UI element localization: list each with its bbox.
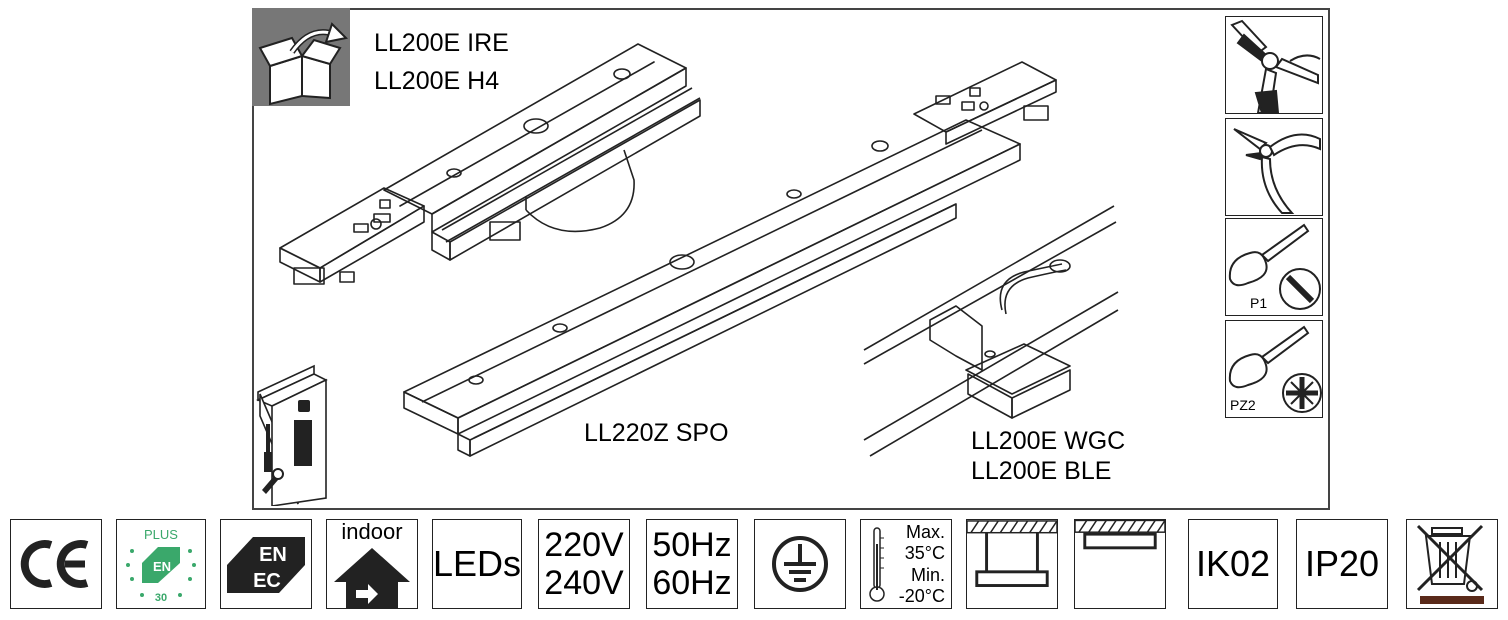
- temp-min-value: -20°C: [898, 586, 945, 606]
- voltage-1: 220V: [544, 526, 624, 564]
- enec-plus-number: 30: [155, 592, 167, 604]
- ceiling-mount-icon: [1074, 519, 1166, 609]
- leds-badge: LEDs: [432, 519, 522, 609]
- temperature-badge: Max. 35°C Min. -20°C: [860, 519, 952, 609]
- wire-cutter-icon: [1225, 118, 1323, 216]
- module-ire-h4: [279, 43, 701, 285]
- temp-max-value: 35°C: [904, 543, 945, 563]
- profile-spo: [403, 61, 1057, 457]
- pliers-icon: [1225, 16, 1323, 114]
- label-ire: LL200E IRE: [374, 29, 509, 57]
- enec-icon: EN EC: [220, 519, 312, 609]
- label-h4: LL200E H4: [374, 67, 500, 95]
- screwdriver-slotted-icon: P1: [1225, 218, 1323, 316]
- leds-label: LEDs: [432, 543, 522, 584]
- ip-rating: IP20: [1304, 543, 1380, 584]
- label-ble: LL200E BLE: [971, 457, 1112, 485]
- label-spo: LL220Z SPO: [584, 419, 729, 447]
- luminaire-illustration: [279, 43, 1119, 457]
- frequency-badge: 50Hz 60Hz: [646, 519, 738, 609]
- ik-rating: IK02: [1195, 543, 1271, 584]
- ground-icon: [754, 519, 846, 609]
- suspended-mount-icon: [966, 519, 1058, 609]
- svg-text:EC: EC: [253, 570, 281, 592]
- svg-text:EN: EN: [259, 544, 287, 566]
- tool-caption-p1: P1: [1250, 295, 1268, 311]
- frequency-2: 60Hz: [652, 564, 732, 602]
- indoor-icon: indoor: [326, 519, 418, 609]
- indoor-label: indoor: [341, 519, 403, 544]
- label-wgc: LL200E WGC: [971, 427, 1126, 455]
- ce-mark-icon: [10, 519, 102, 609]
- ik-rating-badge: IK02: [1188, 519, 1278, 609]
- main-panel: [252, 8, 1330, 510]
- box-unpack-icon: [252, 8, 350, 106]
- enec-plus-top: PLUS: [144, 527, 178, 542]
- detail-wgc-ble: [863, 205, 1119, 457]
- svg-text:EN: EN: [153, 559, 171, 574]
- voltage-badge: 220V 240V: [538, 519, 630, 609]
- voltage-2: 240V: [544, 564, 624, 602]
- enec-plus-icon: PLUS EN 30: [116, 519, 206, 609]
- certification-row: PLUS EN 30 EN EC indoor LEDs 220V 240V: [0, 517, 1508, 613]
- thermometer-icon: [869, 527, 885, 602]
- weee-bin-icon: [1406, 519, 1498, 609]
- manual-booklet-icon: [254, 360, 336, 507]
- temp-min-label: Min.: [910, 565, 945, 585]
- screwdriver-pozidriv-icon: PZ2: [1225, 320, 1323, 418]
- ip-rating-badge: IP20: [1296, 519, 1388, 609]
- temp-max-label: Max.: [905, 522, 945, 542]
- frequency-1: 50Hz: [652, 526, 732, 564]
- tool-caption-pz2: PZ2: [1230, 397, 1256, 413]
